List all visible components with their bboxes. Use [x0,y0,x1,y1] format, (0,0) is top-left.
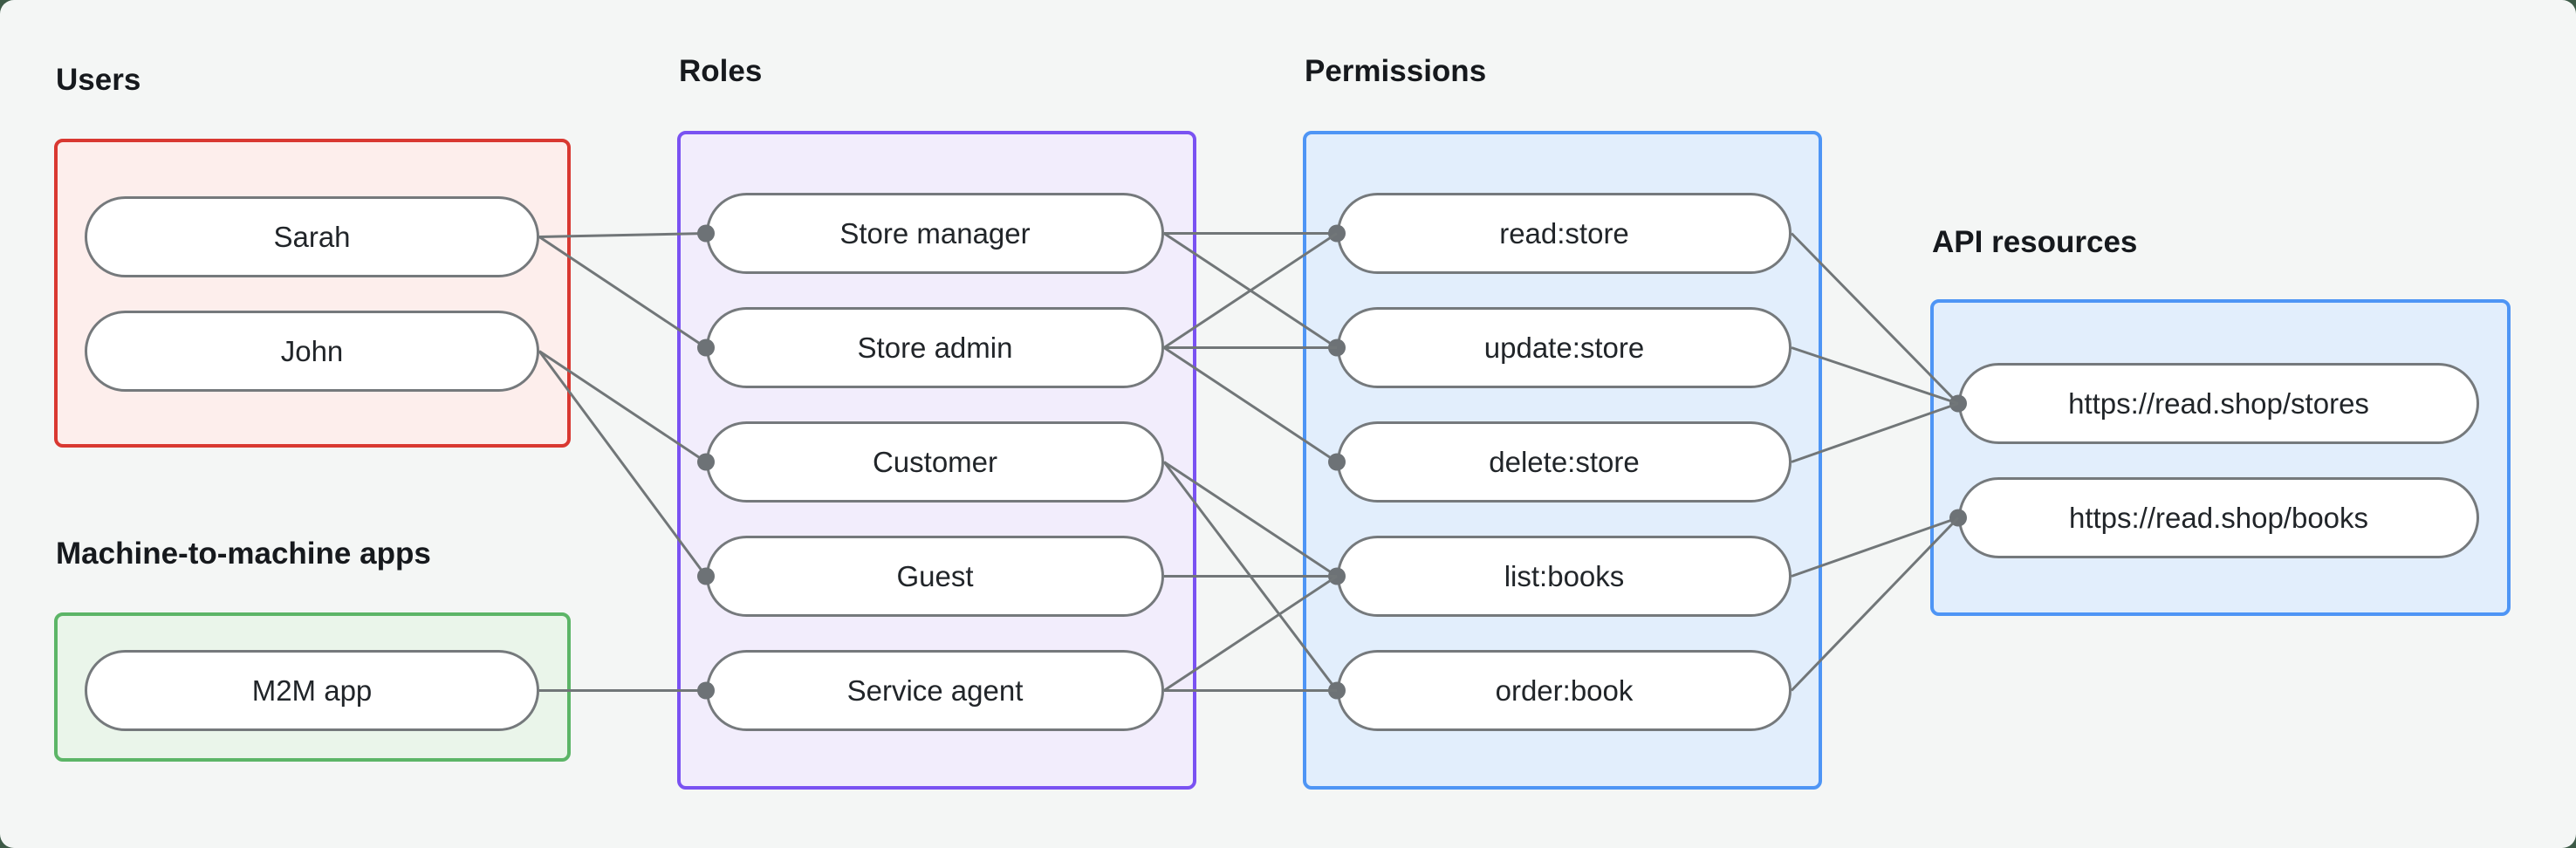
node-service_agent: Service agent [706,650,1164,731]
node-store_admin: Store admin [706,307,1164,388]
node-label-delete_store: delete:store [1489,445,1640,478]
node-sarah: Sarah [85,196,539,277]
node-label-read_store: read:store [1499,216,1629,250]
node-label-update_store: update:store [1483,331,1645,364]
node-label-list_books: list:books [1504,559,1625,592]
node-john: John [85,311,539,392]
node-m2m_app: M2M app [85,650,539,731]
node-label-m2m_app: M2M app [251,674,373,707]
group-label-m2m: Machine-to-machine apps [56,537,431,571]
group-box-api [1930,299,2511,616]
node-update_store: update:store [1337,307,1792,388]
node-read_store: read:store [1337,193,1792,274]
node-label-john: John [280,334,344,367]
node-label-order_book: order:book [1495,674,1634,707]
node-stores: https://read.shop/stores [1958,363,2479,444]
node-list_books: list:books [1337,536,1792,617]
node-customer: Customer [706,421,1164,503]
node-label-store_manager: Store manager [839,216,1031,250]
node-label-guest: Guest [896,559,974,592]
group-label-api: API resources [1932,225,2138,259]
group-box-users [54,139,571,448]
group-label-roles: Roles [679,54,763,88]
node-label-stores: https://read.shop/stores [2068,386,2369,420]
node-books: https://read.shop/books [1958,477,2479,558]
node-label-books: https://read.shop/books [2068,501,2369,534]
node-label-store_admin: Store admin [857,331,1013,364]
group-label-permissions: Permissions [1305,54,1487,88]
node-label-customer: Customer [872,445,998,478]
node-order_book: order:book [1337,650,1792,731]
node-label-service_agent: Service agent [846,674,1024,707]
node-guest: Guest [706,536,1164,617]
node-label-sarah: Sarah [273,220,351,253]
group-label-users: Users [56,63,141,97]
node-store_manager: Store manager [706,193,1164,274]
node-delete_store: delete:store [1337,421,1792,503]
